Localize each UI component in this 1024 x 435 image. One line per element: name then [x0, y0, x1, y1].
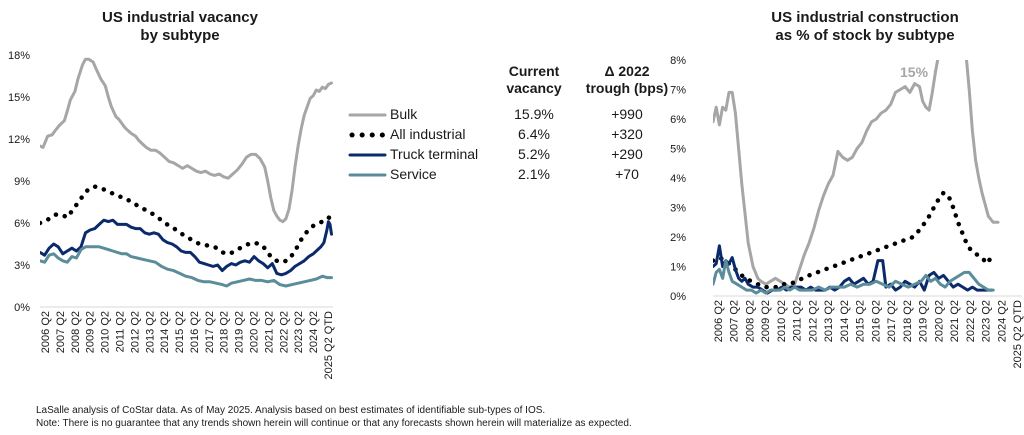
legend-current-bulk: 15.9% [514, 106, 554, 122]
construction-xtick-label: 2021 Q2 [949, 300, 961, 342]
legend-delta-truck-terminal: +290 [611, 146, 643, 162]
vacancy-xtick-label: 2014 Q2 [159, 311, 171, 353]
legend-current-truck-terminal: 5.2% [518, 146, 550, 162]
disclaimer-note: Note: There is no guarantee that any tre… [36, 418, 632, 429]
vacancy-xtick-label: 2017 Q2 [204, 311, 216, 353]
vacancy-xtick-label: 2020 Q2 [249, 311, 261, 353]
left-chart-title: US industrial vacancy by subtype [102, 9, 258, 44]
vacancy-xtick-label: 2013 Q2 [144, 311, 156, 353]
vacancy-ytick-label: 9% [14, 176, 30, 188]
vacancy-ytick-label: 6% [14, 218, 30, 230]
vacancy-xtick-label: 2010 Q2 [100, 311, 112, 353]
vacancy-xtick-label: 2025 Q2 QTD [323, 311, 335, 380]
legend-header-delta: Δ 2022 trough (bps) [585, 63, 669, 96]
construction-ytick-label: 3% [670, 203, 686, 215]
construction-xtick-label: 2008 Q2 [744, 300, 756, 342]
legend-current-service: 2.1% [518, 166, 550, 182]
construction-xtick-label: 2010 Q2 [776, 300, 788, 342]
construction-ytick-label: 8% [670, 55, 686, 67]
vacancy-ytick-label: 12% [8, 134, 30, 146]
vacancy-xtick-label: 2019 Q2 [234, 311, 246, 353]
construction-ytick-label: 6% [670, 114, 686, 126]
vacancy-xtick-label: 2021 Q2 [263, 311, 275, 353]
vacancy-ytick-label: 18% [8, 50, 30, 62]
construction-xtick-label: 2009 Q2 [760, 300, 772, 342]
vacancy-xtick-label: 2008 Q2 [70, 311, 82, 353]
source-note: LaSalle analysis of CoStar data. As of M… [36, 405, 546, 416]
vacancy-xtick-label: 2011 Q2 [114, 311, 126, 352]
construction-xtick-label: 2014 Q2 [839, 300, 851, 342]
legend-name-service: Service [390, 166, 437, 182]
construction-xtick-label: 2019 Q2 [918, 300, 930, 342]
construction-xtick-label: 2012 Q2 [807, 300, 819, 342]
legend-delta-bulk: +990 [611, 106, 643, 122]
vacancy-series-service [40, 245, 333, 288]
construction-xtick-label: 2024 Q2 [996, 300, 1008, 342]
construction-xtick-label: 2018 Q2 [902, 300, 914, 342]
legend-current-all-industrial: 6.4% [518, 126, 550, 142]
vacancy-series-truck-terminal [40, 218, 333, 277]
legend-name-all-industrial: All industrial [390, 126, 466, 142]
construction-ytick-label: 7% [670, 85, 686, 97]
construction-series-bulk [713, 60, 1000, 289]
vacancy-xtick-label: 2006 Q2 [40, 311, 52, 353]
construction-series-service [713, 259, 995, 295]
right-chart-title: US industrial construction as % of stock… [771, 9, 959, 44]
construction-xtick-label: 2022 Q2 [965, 300, 977, 342]
construction-series-all-industrial [713, 190, 996, 290]
vacancy-xtick-label: 2012 Q2 [129, 311, 141, 353]
vacancy-ytick-label: 0% [14, 302, 30, 314]
construction-xtick-label: 2015 Q2 [855, 300, 867, 342]
vacancy-xtick-label: 2007 Q2 [55, 311, 67, 353]
construction-ytick-label: 2% [670, 232, 686, 244]
legend-header-current: Current vacancy [506, 63, 562, 96]
vacancy-xtick-label: 2023 Q2 [293, 311, 305, 353]
construction-xtick-label: 2023 Q2 [981, 300, 993, 342]
construction-xtick-label: 2020 Q2 [933, 300, 945, 342]
vacancy-ytick-label: 15% [8, 92, 30, 104]
construction-series-truck-terminal [713, 244, 994, 295]
construction-xtick-label: 2011 Q2 [792, 300, 804, 341]
construction-xtick-label: 2016 Q2 [870, 300, 882, 342]
construction-ytick-label: 5% [670, 144, 686, 156]
construction-xtick-label: 2025 Q2 QTD [1012, 300, 1024, 369]
vacancy-xtick-label: 2024 Q2 [308, 311, 320, 353]
construction-xtick-label: 2017 Q2 [886, 300, 898, 342]
vacancy-series-all-industrial [40, 184, 333, 265]
legend-name-bulk: Bulk [390, 106, 418, 122]
vacancy-xtick-label: 2009 Q2 [85, 311, 97, 353]
construction-ytick-label: 1% [670, 262, 686, 274]
vacancy-xtick-label: 2015 Q2 [174, 311, 186, 353]
construction-annotation: 15% ↑ [900, 64, 939, 80]
vacancy-xtick-label: 2022 Q2 [278, 311, 290, 353]
legend-name-truck-terminal: Truck terminal [390, 146, 479, 162]
vacancy-ytick-label: 3% [14, 260, 30, 272]
legend-delta-service: +70 [615, 166, 639, 182]
vacancy-series-bulk [40, 57, 333, 224]
construction-xtick-label: 2007 Q2 [729, 300, 741, 342]
construction-xtick-label: 2013 Q2 [823, 300, 835, 342]
vacancy-xtick-label: 2016 Q2 [189, 311, 201, 353]
legend-delta-all-industrial: +320 [611, 126, 643, 142]
vacancy-xtick-label: 2018 Q2 [219, 311, 231, 353]
construction-ytick-label: 0% [670, 291, 686, 303]
construction-ytick-label: 4% [670, 173, 686, 185]
construction-xtick-label: 2006 Q2 [713, 300, 725, 342]
